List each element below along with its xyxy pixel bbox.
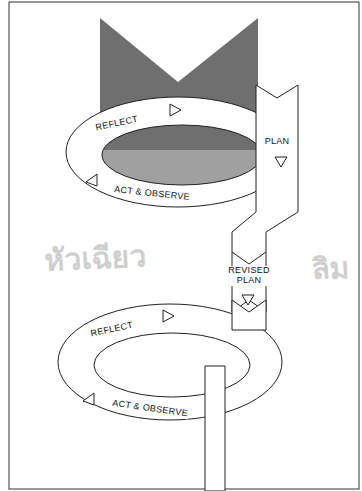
frame bbox=[9, 2, 359, 489]
arrow-triangle bbox=[163, 310, 174, 322]
stage-label: REFLECT bbox=[89, 320, 135, 339]
exit-shaft bbox=[205, 366, 225, 491]
plan-strip-end bbox=[232, 300, 266, 330]
stage-label: ACT & OBSERVE bbox=[113, 185, 192, 203]
stage-label: PLAN bbox=[264, 137, 291, 147]
stage-label: REFLECT bbox=[94, 114, 140, 133]
watermark: หัวเฉียว bbox=[43, 239, 147, 277]
arrow-triangle bbox=[83, 393, 94, 405]
watermark: ลิม bbox=[310, 251, 350, 286]
arrow-triangle bbox=[242, 295, 254, 305]
arrow-triangle bbox=[86, 174, 97, 186]
stage-label: REVISED PLAN bbox=[224, 266, 274, 286]
chevron bbox=[232, 252, 266, 264]
arrow-triangle bbox=[170, 104, 181, 116]
stage-label: ACT & OBSERVE bbox=[111, 399, 190, 420]
arrow-triangle bbox=[275, 157, 287, 167]
